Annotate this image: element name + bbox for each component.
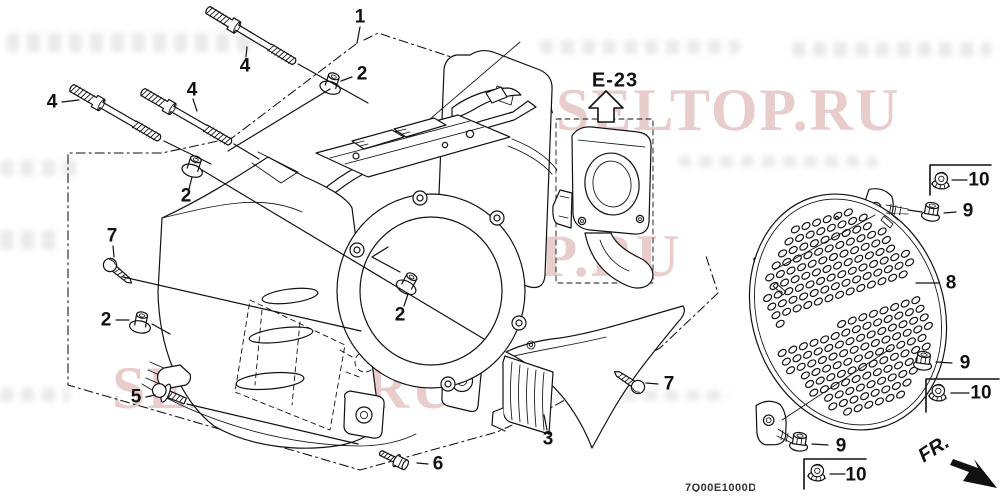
callout-part-3[interactable]: 3 <box>542 428 554 450</box>
callout-part-2[interactable]: 2 <box>394 304 406 326</box>
callout-part-5[interactable]: 5 <box>130 386 142 408</box>
callout-brackets <box>803 164 1000 490</box>
noise-artifact <box>6 33 256 52</box>
nut-9a <box>920 200 943 224</box>
leader-lines <box>61 26 970 475</box>
callout-part-2[interactable]: 2 <box>100 309 112 331</box>
callout-part-10[interactable]: 10 <box>970 382 992 404</box>
e23-arrow-icon <box>588 90 624 123</box>
fan-grille-drawing <box>748 185 948 448</box>
noise-artifact <box>0 160 80 176</box>
callout-part-9[interactable]: 9 <box>962 200 974 222</box>
callout-part-2[interactable]: 2 <box>180 185 192 207</box>
noise-artifact <box>0 230 60 250</box>
nut-9c <box>788 430 810 453</box>
cross-reference-e23[interactable]: E-23 <box>591 69 639 92</box>
grommet-2c <box>127 309 154 336</box>
noise-artifact <box>540 40 740 54</box>
callout-part-8[interactable]: 8 <box>945 272 957 294</box>
noise-artifact <box>560 390 730 401</box>
callout-part-4[interactable]: 4 <box>46 91 58 113</box>
capnut-10c <box>806 462 828 483</box>
callout-part-7[interactable]: 7 <box>106 225 118 247</box>
callout-part-9[interactable]: 9 <box>959 352 971 374</box>
callout-part-7[interactable]: 7 <box>663 373 675 395</box>
noise-artifact <box>0 388 70 402</box>
fr-arrow-icon <box>950 459 997 488</box>
screw-7a <box>100 255 137 289</box>
noise-artifact <box>792 42 992 57</box>
capnut-10a <box>930 170 952 191</box>
callout-part-1[interactable]: 1 <box>354 6 366 28</box>
bolt-6 <box>376 445 411 473</box>
callout-part-4[interactable]: 4 <box>239 55 251 77</box>
fan-cover-drawing <box>141 41 558 449</box>
stud-bolt-4a <box>202 3 300 69</box>
callout-part-9[interactable]: 9 <box>835 435 847 457</box>
callout-part-6[interactable]: 6 <box>432 453 444 475</box>
e23-duct-drawing <box>552 118 654 289</box>
grommet-2b <box>179 152 208 181</box>
noise-artifact <box>678 156 878 167</box>
callout-part-4[interactable]: 4 <box>186 79 198 101</box>
side-cover-drawing <box>491 305 685 449</box>
callout-part-10[interactable]: 10 <box>968 169 990 191</box>
callout-part-2[interactable]: 2 <box>356 63 368 85</box>
callout-part-10[interactable]: 10 <box>845 464 867 486</box>
drawing-number: 7Q00E1000D <box>685 482 755 492</box>
